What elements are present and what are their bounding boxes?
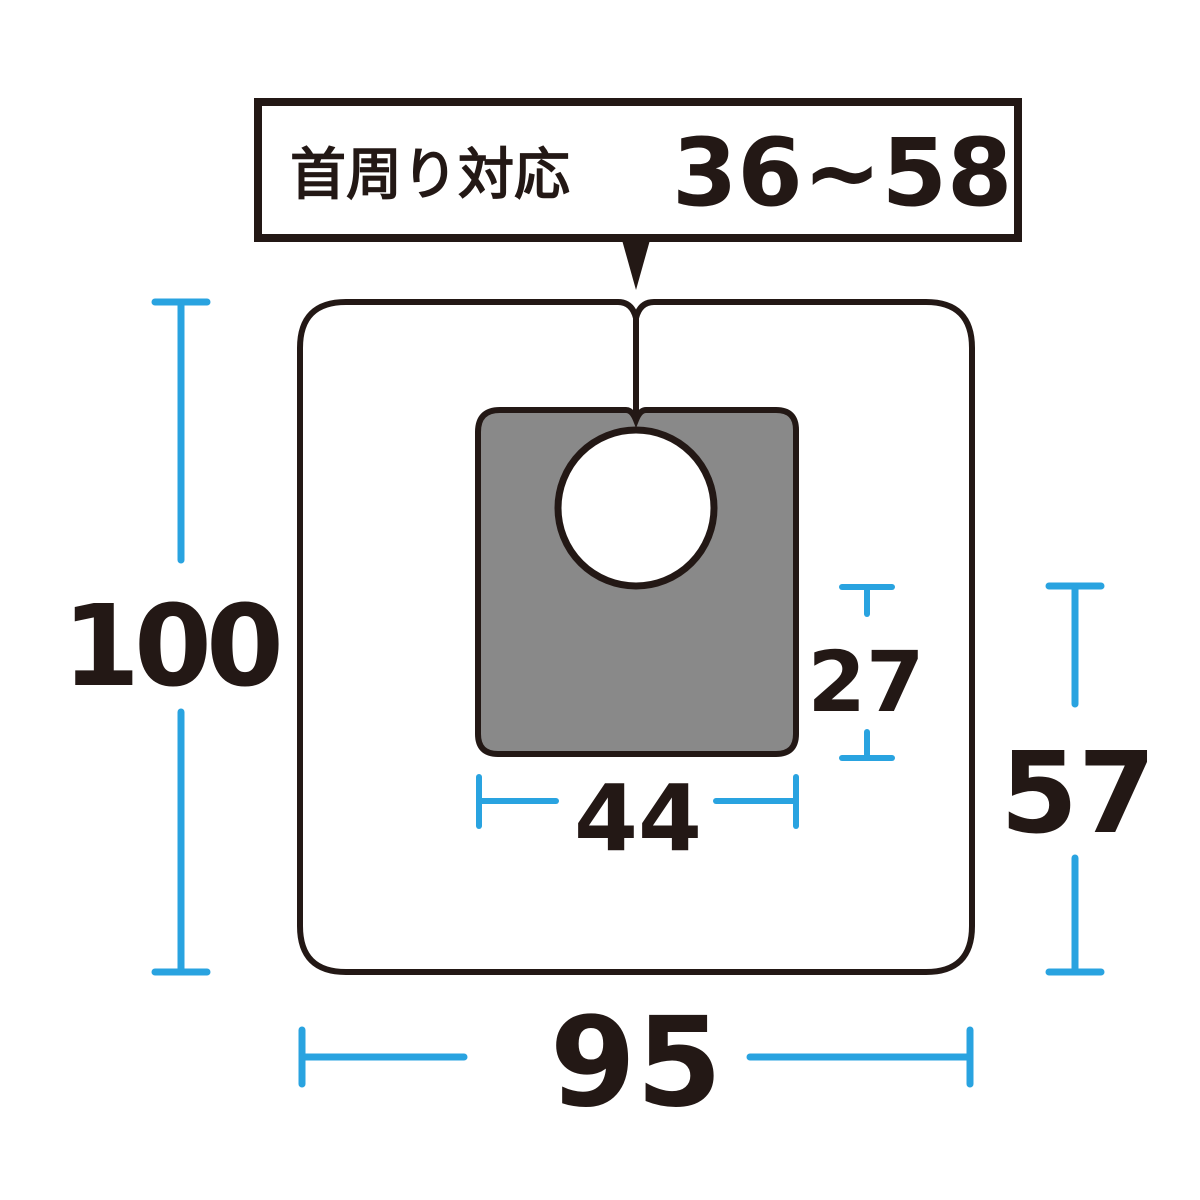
pocket-width-dimension (476, 774, 799, 829)
callout-label: 首周り対応 (290, 143, 570, 208)
overall-height-dimension (151, 298, 211, 976)
pocket-height-value: 27 (808, 633, 925, 731)
pocket-height-dimension (839, 584, 895, 761)
pocket-width-value: 44 (574, 765, 702, 872)
overall-height-value: 100 (62, 582, 279, 712)
right-height-value: 57 (1000, 729, 1156, 859)
callout-pointer (622, 240, 650, 290)
overall-width-value: 95 (550, 991, 723, 1135)
right-height-dimension (1045, 582, 1105, 976)
neck-hole (554, 426, 718, 590)
overall-width-dimension (298, 1026, 974, 1088)
callout-range: 36~58 (672, 119, 1012, 228)
callout-box (254, 98, 1022, 242)
neck-size-callout: 首周り対応 36~58 (254, 98, 1022, 290)
